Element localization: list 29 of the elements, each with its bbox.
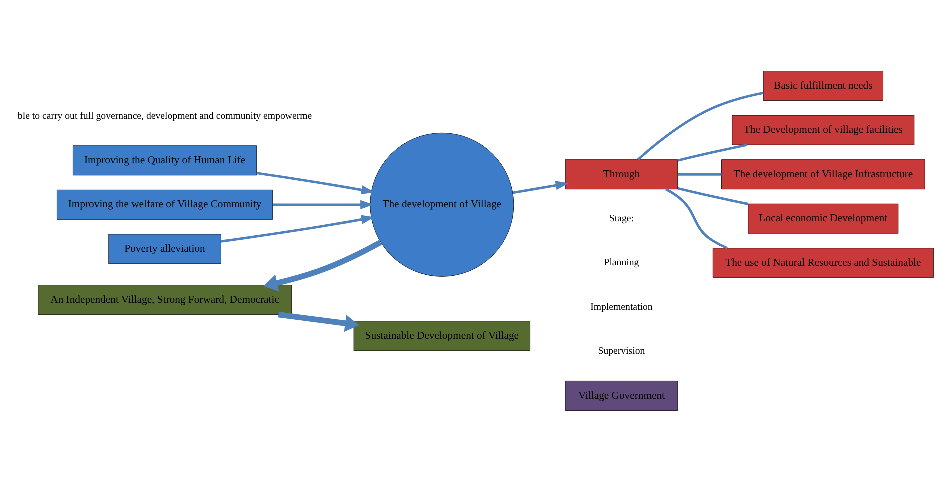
arrow <box>278 311 360 332</box>
arrow <box>273 200 374 210</box>
connector <box>678 186 749 205</box>
node-box: The Development of village facilities <box>732 114 915 145</box>
arrow <box>264 240 382 292</box>
node-box: The development of Village Infrastructure <box>722 159 926 190</box>
node-box: Poverty alleviation <box>108 234 222 264</box>
node-box: Local economic Development <box>748 203 899 234</box>
node-box: Basic fulfillment needs <box>763 70 884 100</box>
node-box: Improving the welfare of Village Community <box>57 189 274 220</box>
node-circle: The development of Village <box>370 132 514 276</box>
node-box: Through <box>565 159 678 190</box>
label: Supervision <box>598 346 646 357</box>
connector <box>637 91 764 160</box>
label: ble to carry out full governance, development and community empowerme <box>18 110 312 122</box>
node-box: Improving the Quality of Human Life <box>73 145 258 176</box>
connector <box>678 172 722 176</box>
connector <box>665 188 728 249</box>
label: Implementation <box>590 301 653 312</box>
arrow <box>256 172 375 194</box>
node-box: The use of Natural Resources and Sustainable <box>712 248 934 278</box>
label: Planning <box>604 257 640 268</box>
label: Stage: <box>609 212 634 224</box>
node-box: Village Government <box>565 380 678 410</box>
arrow <box>513 180 570 194</box>
connector <box>678 143 748 162</box>
node-box: Sustainable Development of Village <box>354 320 530 351</box>
arrow <box>221 214 375 242</box>
node-box: An Independent Village, Strong Forward, Democratic <box>38 284 292 314</box>
